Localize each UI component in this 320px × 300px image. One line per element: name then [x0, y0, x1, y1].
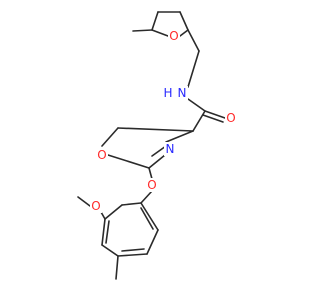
oxazole-bond	[117, 127, 194, 132]
atom-label-layer: O N H O N O O O	[90, 29, 237, 213]
benzene-bond	[146, 229, 159, 255]
amide-bond	[187, 98, 206, 112]
oxazole-nitrogen-label-bg	[164, 142, 176, 156]
benzene-bond	[101, 244, 119, 257]
furan-bond	[151, 11, 159, 31]
oxazole-bond	[107, 154, 150, 169]
benzene-inner-bond	[121, 248, 145, 252]
carbonyl-oxygen-label-bg	[225, 111, 237, 125]
methoxy-bond	[100, 211, 106, 220]
benzene-inner-bond	[105, 220, 110, 244]
methyl-bond	[132, 29, 153, 32]
furan-bond	[179, 29, 189, 37]
oxazole-bond	[148, 154, 166, 169]
ch2-bond	[148, 167, 153, 180]
oxazole-double-bond	[151, 145, 167, 157]
benzene-bond	[101, 218, 106, 246]
amide-nitrogen-label-bg	[176, 86, 188, 100]
furan-oxygen-label-bg	[168, 29, 180, 43]
ch2-n-bond	[187, 50, 200, 88]
molecule-structure: O N H O N O O O	[77, 11, 237, 280]
benzene-inner-bond	[140, 207, 154, 230]
ch2-bond	[187, 29, 200, 52]
benzene-bond	[117, 253, 148, 257]
oxazole-bond	[165, 130, 194, 143]
ring-attach-bond	[192, 110, 206, 132]
furan-bond	[151, 29, 169, 37]
oxazole-nitrogen-label: N	[166, 142, 175, 156]
furan-oxygen-label: O	[169, 29, 178, 43]
carbonyl-oxygen-label: O	[226, 111, 235, 125]
bond-layer	[77, 11, 226, 280]
amide-hydrogen-label: H	[163, 86, 172, 100]
benzene-bond	[121, 202, 142, 206]
amide-hydrogen-label-bg	[162, 86, 174, 100]
methyl-bond	[115, 255, 119, 280]
amide-nitrogen-label: N	[178, 86, 187, 100]
ether-bond	[140, 190, 153, 204]
oxazole-oxygen-label: O	[97, 148, 106, 162]
carbonyl-bond	[202, 114, 224, 123]
benzene-bond	[104, 204, 123, 220]
methoxy-oxygen-label-bg	[90, 199, 102, 213]
methoxy-bond	[77, 196, 91, 207]
furan-bond	[179, 11, 189, 31]
methoxy-oxygen-label: O	[91, 199, 100, 213]
benzene-bond	[140, 202, 159, 231]
oxazole-bond	[101, 127, 119, 147]
ether-oxygen-label: O	[147, 178, 156, 192]
oxazole-oxygen-label-bg	[96, 148, 108, 162]
carbonyl-bond	[204, 110, 226, 119]
ether-oxygen-label-bg	[146, 178, 158, 192]
